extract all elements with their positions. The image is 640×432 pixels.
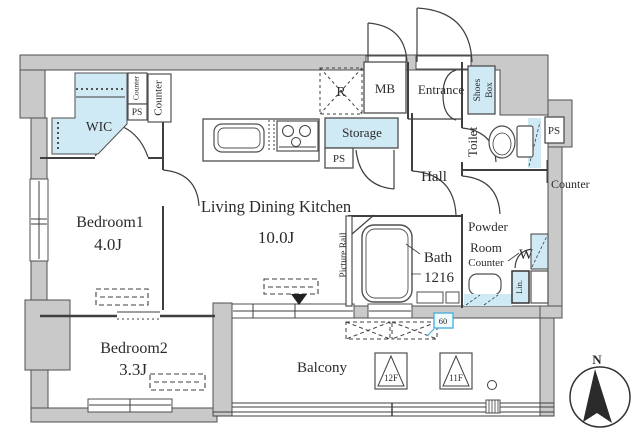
ps-label-kitchen: PS bbox=[333, 153, 345, 165]
bath-door-leaf bbox=[351, 214, 375, 235]
pipe-space-kitchen bbox=[324, 147, 354, 169]
wic-closet bbox=[51, 72, 128, 155]
counter-leader-line-powder bbox=[507, 252, 520, 262]
wic-label: WIC bbox=[86, 119, 112, 134]
toilet-door-arc bbox=[461, 127, 497, 163]
balcony-railing bbox=[213, 402, 554, 417]
counter-label-large: Counter bbox=[153, 80, 165, 116]
compass-icon bbox=[569, 366, 631, 428]
washer-space-door-arc bbox=[514, 248, 533, 269]
counter-label-small: Counter bbox=[132, 75, 141, 100]
counter-label-powder: Counter bbox=[468, 257, 504, 269]
storage-closet bbox=[324, 117, 399, 149]
vanity-sink-icon bbox=[468, 273, 502, 296]
linen-label: Lin. bbox=[514, 280, 524, 294]
note-60-box bbox=[426, 312, 454, 337]
picture-rail-label: Picture Rail bbox=[339, 232, 349, 277]
escape-hatch-upper-icon bbox=[374, 352, 408, 390]
bedroom1-label: Bedroom1 bbox=[76, 214, 144, 231]
counter-box-large bbox=[147, 73, 172, 123]
counter-label-toilet: Counter bbox=[551, 177, 590, 191]
vanity-counter bbox=[464, 294, 512, 306]
powder-room-label-1: Powder bbox=[468, 219, 508, 234]
powder-room-door-arc bbox=[461, 175, 501, 215]
shoes-box-label-1: Shoes bbox=[473, 78, 483, 101]
ldk-label: Living Dining Kitchen bbox=[201, 197, 351, 216]
hatch-12f-label: 12F bbox=[384, 373, 398, 383]
interior-walls bbox=[40, 62, 548, 320]
bath-label: Bath bbox=[424, 250, 453, 266]
ps-label-east: PS bbox=[548, 125, 560, 137]
bedroom1-window bbox=[29, 178, 49, 262]
ldk-area: 10.0J bbox=[258, 228, 295, 247]
bedroom2-window bbox=[87, 398, 173, 413]
powder-room-label-2: Room bbox=[470, 240, 502, 255]
entrance-door-arc bbox=[416, 7, 473, 63]
hatch-11f-label: 11F bbox=[449, 373, 463, 383]
toilet-icon bbox=[488, 125, 516, 159]
ldk-balcony-window bbox=[231, 303, 355, 319]
refrigerator-label: R bbox=[336, 85, 346, 100]
hall-door-arc bbox=[411, 170, 457, 216]
toilet-room bbox=[488, 118, 548, 183]
windows bbox=[29, 178, 413, 413]
bathroom bbox=[361, 224, 460, 304]
washing-machine-label: W bbox=[519, 247, 534, 263]
linen-closet bbox=[511, 270, 530, 304]
bath-size-label: 1216 bbox=[424, 270, 455, 286]
drain-grate-icon bbox=[485, 399, 501, 414]
note-60-label: 60 bbox=[439, 316, 448, 326]
balcony-equipment-dashed bbox=[345, 321, 438, 340]
ps-label-west: PS bbox=[132, 108, 143, 118]
balcony-area bbox=[213, 321, 554, 417]
shoes-box-label-2: Box bbox=[485, 82, 495, 98]
bath-balcony-window bbox=[367, 303, 413, 319]
meter-box-label: MB bbox=[375, 81, 396, 96]
mb-door-arc bbox=[367, 22, 408, 63]
shoes-box bbox=[467, 65, 496, 115]
bedroom1-door-arc bbox=[162, 169, 200, 207]
toilet-label: Toilet bbox=[465, 127, 480, 158]
north-label: N bbox=[592, 352, 602, 367]
balcony-label: Balcony bbox=[297, 360, 347, 376]
drain-icon bbox=[487, 380, 497, 390]
kitchen bbox=[202, 67, 363, 162]
meter-box bbox=[363, 61, 407, 114]
bedroom2-area: 3.3J bbox=[119, 360, 147, 379]
entrance-inner-door-arc bbox=[442, 69, 457, 121]
pipe-space-box-west bbox=[127, 103, 148, 121]
hall-label: Hall bbox=[421, 169, 447, 185]
storage-label: Storage bbox=[342, 125, 382, 140]
entrance-label: Entrance bbox=[418, 82, 464, 97]
bedroom2-label: Bedroom2 bbox=[100, 340, 168, 357]
escape-hatch-lower-icon bbox=[439, 352, 473, 390]
powder-room bbox=[464, 233, 549, 306]
refrigerator-space-icon bbox=[319, 67, 363, 115]
picture-rail-wall bbox=[345, 215, 353, 307]
vent-triangle-marker bbox=[291, 294, 307, 305]
storage-door-arc bbox=[355, 149, 395, 190]
pipe-space-box-east bbox=[544, 116, 565, 144]
bedroom1-area: 4.0J bbox=[94, 235, 122, 254]
